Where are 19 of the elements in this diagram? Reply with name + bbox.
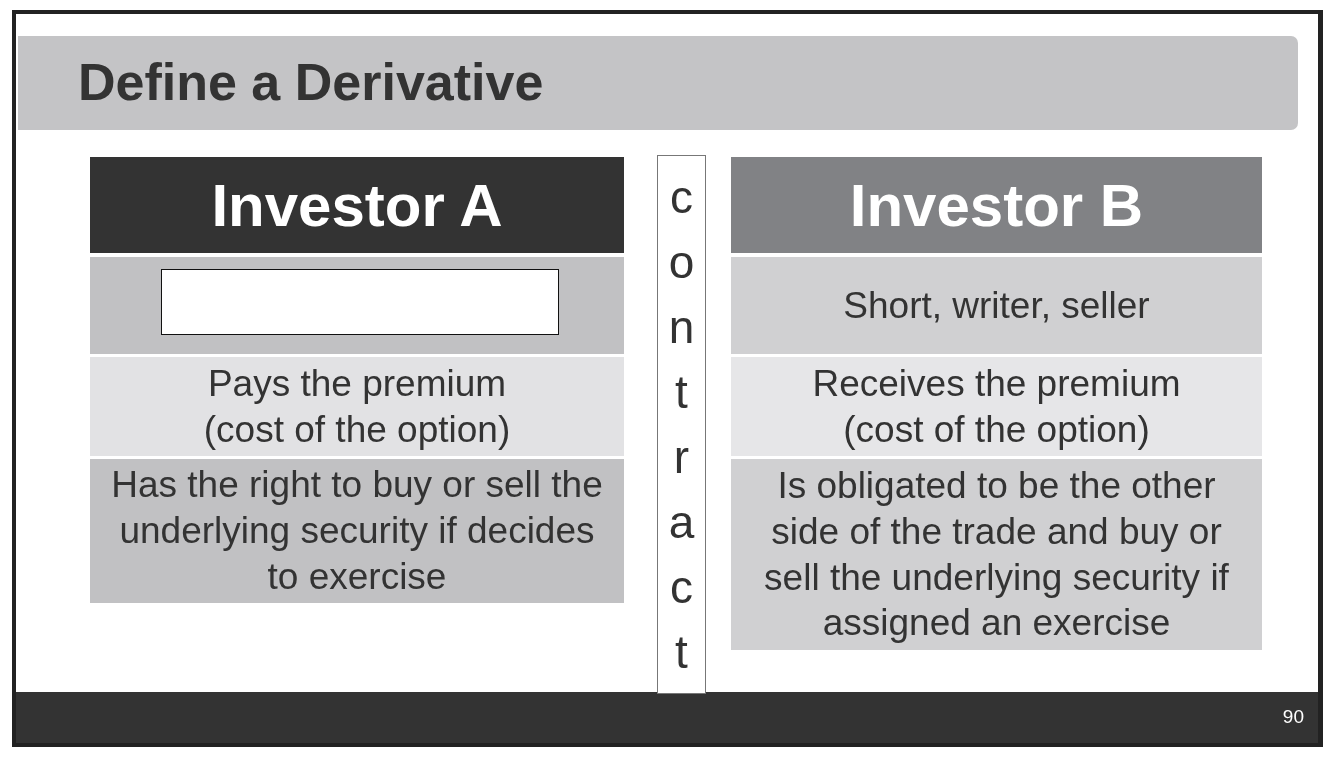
table-cell: [731, 257, 1262, 354]
page-number: 90: [1282, 706, 1304, 729]
column-heading: Investor A: [211, 170, 503, 240]
table-cell: [731, 459, 1262, 650]
vertical-label: contract: [668, 169, 695, 680]
header-panel: [731, 157, 1262, 253]
cell-text: Has the right to buy or sell the underlying security if decides to exercise: [110, 463, 604, 599]
table-cell: [90, 357, 624, 456]
table-cell: [90, 257, 624, 354]
header-panel: [90, 157, 624, 253]
cell-text: Is obligated to be the other side of the trade and buy or sell the underlying security if assigned an exercise: [763, 463, 1230, 646]
table-cell: [731, 357, 1262, 456]
cell-text: Short, writer, seller: [843, 283, 1150, 328]
answer-box: [161, 269, 559, 335]
column-heading: Investor B: [849, 170, 1144, 240]
slide-title: Define a Derivative: [78, 54, 544, 112]
cell-text: Receives the premium (cost of the option): [811, 361, 1182, 452]
contract-column: [657, 155, 706, 694]
cell-text: Pays the premium (cost of the option): [202, 361, 512, 452]
